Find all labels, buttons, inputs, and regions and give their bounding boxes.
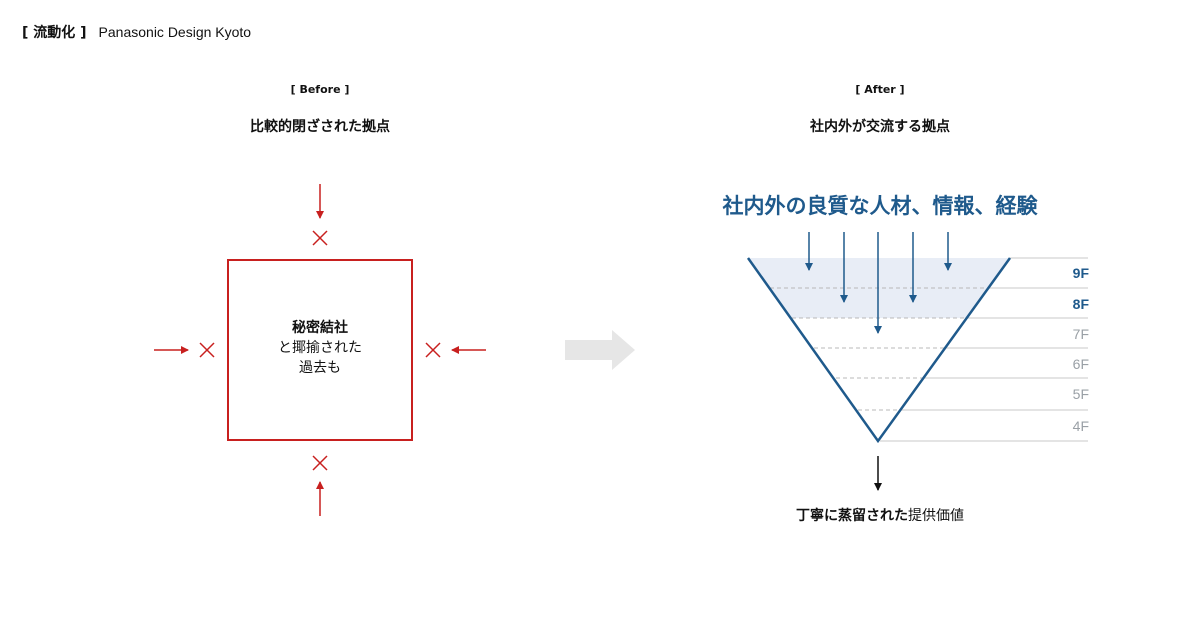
funnel-outline <box>746 257 1012 444</box>
inflow-arrows <box>805 232 952 334</box>
floor-9f-label: 9F <box>1072 265 1089 281</box>
result-rest: 提供価値 <box>908 508 964 524</box>
after-title: 社内外が交流する拠点 <box>810 119 950 135</box>
blocked-top-icon <box>312 230 328 246</box>
box-line-2: と揶揄された <box>278 340 362 356</box>
header-org: Panasonic Design Kyoto <box>98 24 252 40</box>
page-header: [ 流動化 ] Panasonic Design Kyoto <box>22 22 251 42</box>
before-title: 比較的閉ざされた拠点 <box>250 119 390 135</box>
inflow-banner: 社内外の良質な人材、情報、経験 <box>722 194 1038 218</box>
floor-6f-label: 6F <box>1072 356 1089 372</box>
floor-8f-label: 8F <box>1072 296 1089 312</box>
blocked-right-icon <box>425 342 441 358</box>
box-line-1: 秘密結社 <box>292 320 348 336</box>
header-tag: [ 流動化 ] <box>22 25 87 41</box>
blocked-left-icon <box>199 342 215 358</box>
box-line-3: 過去も <box>299 360 341 376</box>
result-text: 丁寧に蒸留された提供価値 <box>720 505 1040 525</box>
transition-arrow <box>565 330 635 370</box>
blocked-bottom-icon <box>312 455 328 471</box>
floor-7f-label: 7F <box>1072 326 1089 342</box>
closed-box <box>227 259 413 441</box>
after-label: [ After ] <box>855 83 905 96</box>
closed-box-text: 秘密結社 と揶揄された 過去も <box>228 318 412 378</box>
before-label: [ Before ] <box>290 83 350 96</box>
floor-4f-label: 4F <box>1072 418 1089 434</box>
floor-lines <box>770 257 1088 442</box>
floor-5f-label: 5F <box>1072 386 1089 402</box>
result-bold: 丁寧に蒸留された <box>796 508 908 524</box>
